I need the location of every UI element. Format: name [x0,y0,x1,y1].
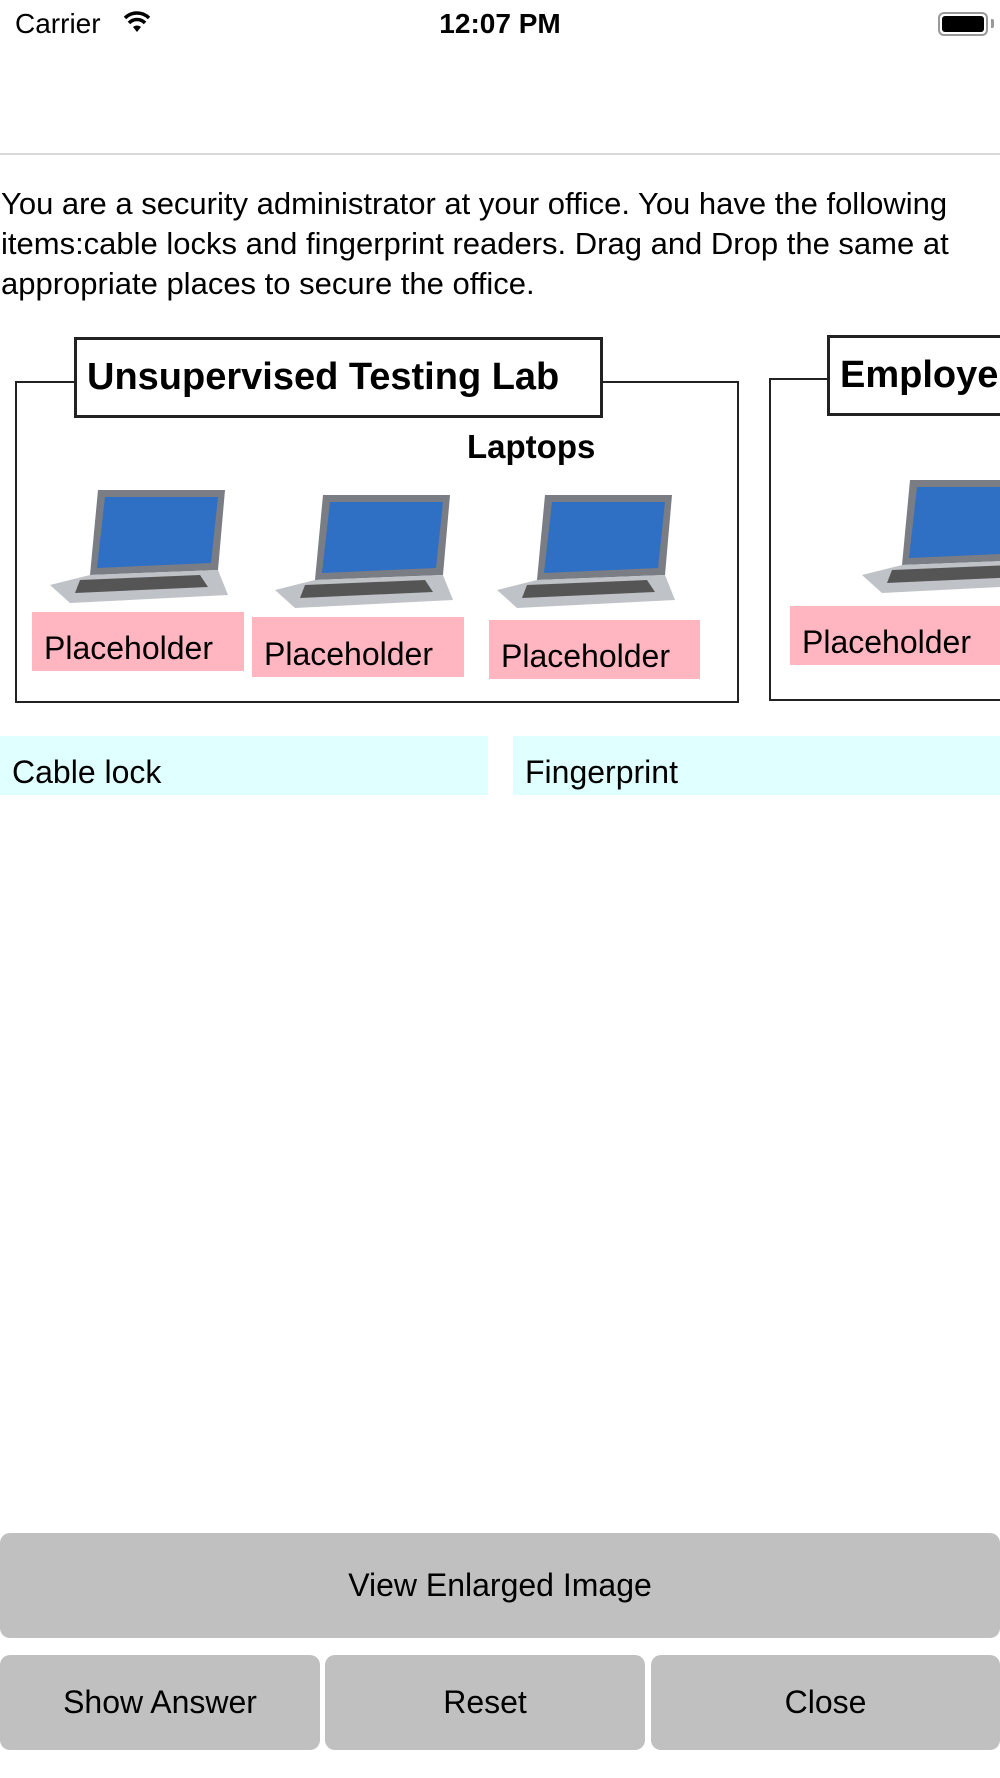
drop-placeholder-3[interactable]: Placeholder [489,620,700,679]
drag-item-fingerprint[interactable]: Fingerprint [513,736,1000,795]
drop-placeholder-2[interactable]: Placeholder [252,617,464,677]
clock: 12:07 PM [439,8,561,39]
drop-placeholder-1[interactable]: Placeholder [32,612,244,671]
laptop-icon [50,490,228,603]
laptops-label: Laptops [467,428,596,465]
show-answer-button[interactable]: Show Answer [0,1655,320,1750]
reset-button[interactable]: Reset [325,1655,645,1750]
view-enlarged-image-button[interactable]: View Enlarged Image [0,1533,1000,1638]
drag-item-cable-lock[interactable]: Cable lock [0,736,488,795]
battery-tip [991,19,994,28]
laptop-icon [497,495,675,608]
wifi-icon [123,11,151,32]
carrier-label: Carrier [15,8,101,39]
status-bar: Carrier 12:07 PM [0,0,1000,52]
question-text: You are a security administrator at your… [1,186,949,301]
laptop-icon [862,480,1000,593]
close-button[interactable]: Close [651,1655,1000,1750]
nav-divider [0,153,1000,155]
laptop-icon [275,495,453,608]
room-title-employee: Employe [827,335,1000,416]
battery-icon [938,12,988,36]
room-title-testing-lab: Unsupervised Testing Lab [74,337,603,418]
drop-placeholder-4[interactable]: Placeholder [790,606,1000,665]
